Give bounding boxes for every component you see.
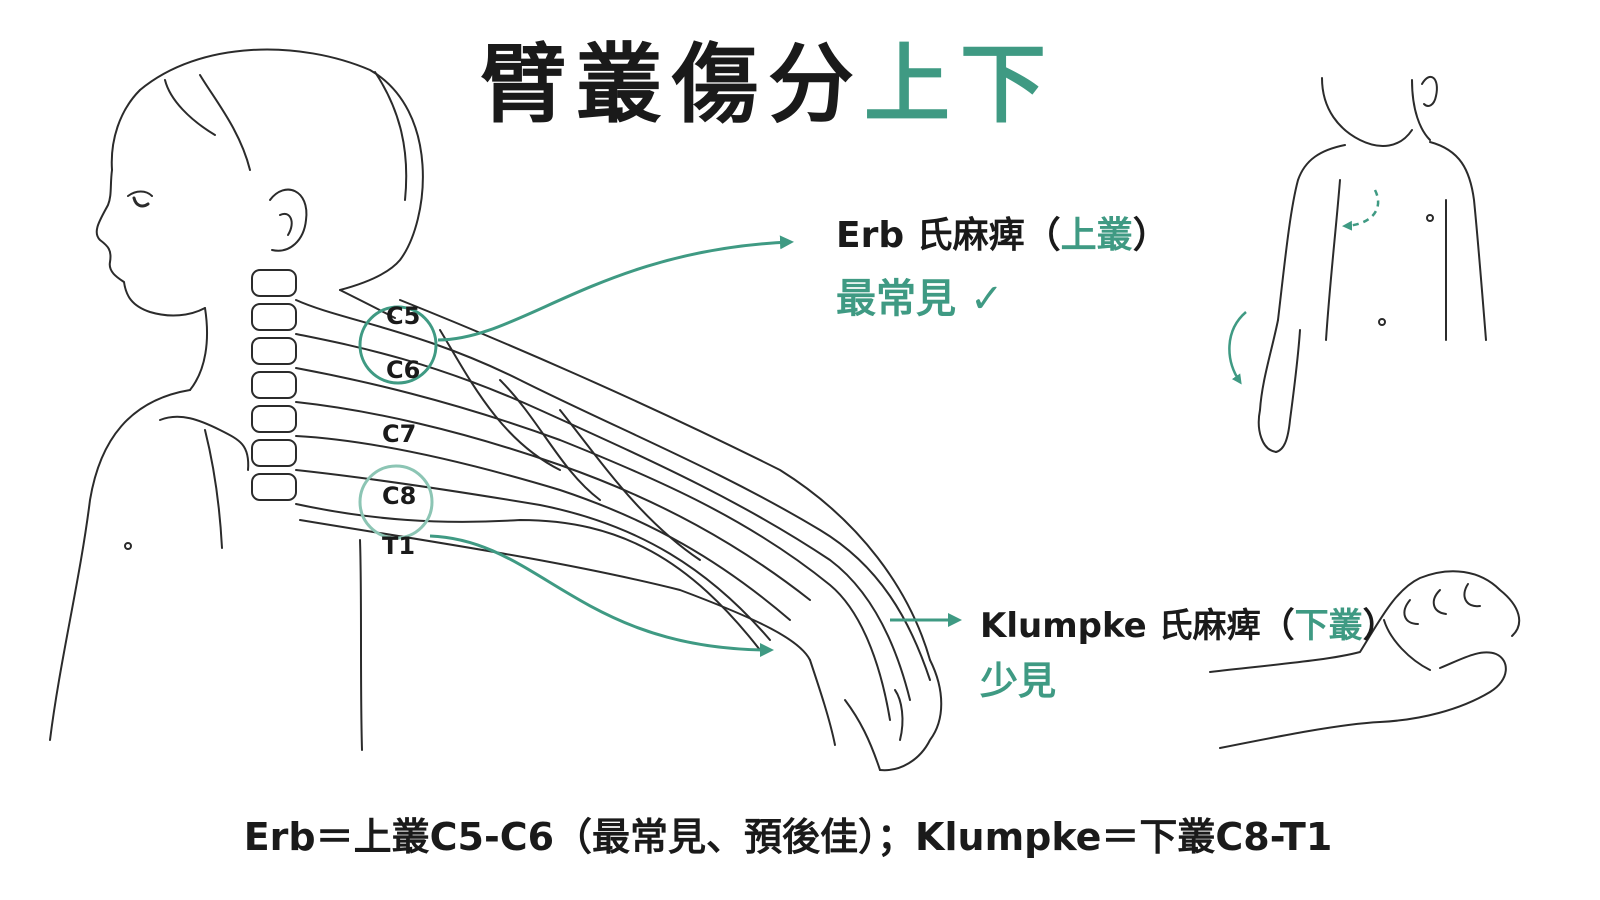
klumpke-paren-close: ） [1362, 606, 1397, 646]
erb-posture-figure [1257, 75, 1487, 453]
klumpke-palsy-label: Klumpke 氏麻痺（下叢） [980, 598, 1397, 647]
page-title: 臂叢傷分上下 [0, 14, 1536, 139]
claw-hand-figure [1209, 570, 1521, 749]
adduction-arrow [1228, 311, 1247, 385]
erb-paren-close: ） [1132, 215, 1169, 256]
erb-name: Erb 氏麻痺 [836, 215, 1025, 256]
klumpke-paren-open: （ [1260, 606, 1295, 646]
label-c6: C6 [386, 356, 420, 384]
rotation-arrow [1342, 189, 1380, 231]
check-icon: ✓ [970, 276, 1004, 322]
klumpke-lower-trunk: 下叢 [1294, 606, 1363, 646]
title-accent: 上下 [864, 35, 1056, 135]
summary-line: Erb＝上叢C5-C6（最常見、預後佳）；Klumpke＝下叢C8-T1 [243, 815, 1333, 859]
erb-paren-open: （ [1024, 215, 1061, 256]
erb-frequency: 最常見 ✓ [836, 266, 1004, 324]
label-c8: C8 [382, 482, 416, 510]
erb-palsy-label: Erb 氏麻痺（上叢） [836, 206, 1169, 258]
title-main: 臂叢傷分 [480, 35, 864, 135]
klumpke-arrow [429, 534, 774, 657]
erb-frequency-text: 最常見 [836, 276, 956, 322]
upper-trunk-circle [358, 305, 438, 385]
cervical-spine [251, 269, 297, 501]
klumpke-frequency: 少見 [980, 659, 1057, 703]
erb-arrow [437, 235, 794, 342]
label-t1: T1 [382, 532, 415, 560]
child-figure [49, 48, 424, 751]
lower-trunk-circle [358, 464, 434, 540]
klumpke-name: Klumpke 氏麻痺 [980, 606, 1261, 646]
label-c7: C7 [382, 420, 416, 448]
erb-upper-trunk: 上叢 [1060, 215, 1133, 256]
label-c5: C5 [386, 302, 420, 330]
